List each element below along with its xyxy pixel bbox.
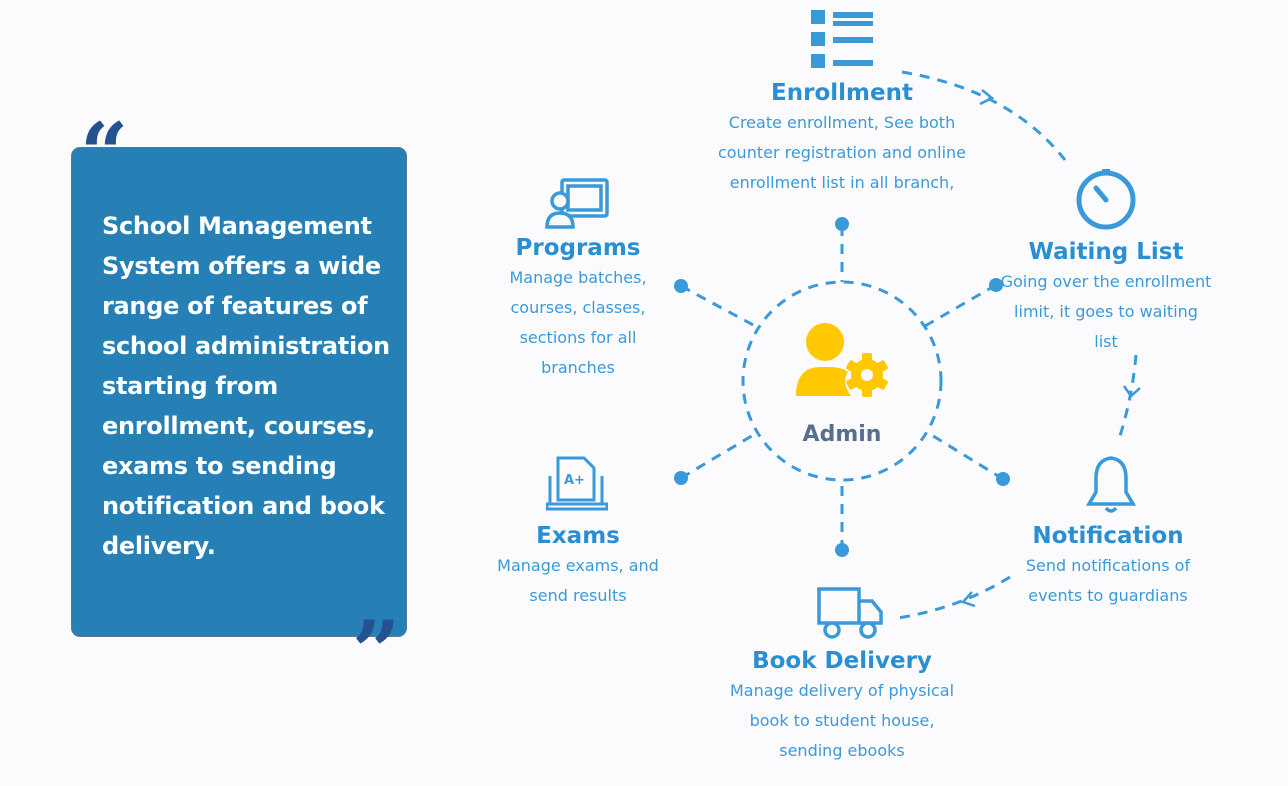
timer-icon	[1076, 169, 1136, 230]
arrow-icon	[1122, 385, 1141, 398]
feature-desc: Send notifications of events to guardian…	[1025, 556, 1191, 605]
dot-waiting	[989, 278, 1003, 292]
feature-title: Exams	[536, 523, 620, 549]
dot-exams	[674, 471, 688, 485]
intro-card	[71, 147, 407, 637]
feature-desc: Manage delivery of physical book to stud…	[729, 681, 955, 760]
arrow-icon	[960, 591, 976, 608]
feature-title: Waiting List	[1028, 239, 1184, 265]
truck-icon	[817, 587, 883, 639]
admin-gear-user-icon	[796, 323, 888, 397]
feature-title: Enrollment	[771, 80, 913, 106]
feature-title: Book Delivery	[752, 648, 932, 674]
feature-desc: Going over the enrollment limit, it goes…	[1000, 272, 1212, 351]
feature-enrollment: Enrollment Create enrollment, See both c…	[700, 78, 984, 198]
teacher-board-icon	[545, 178, 609, 229]
spoke-exams	[680, 432, 756, 480]
arc-notification-book	[897, 575, 1011, 620]
dot-book	[835, 543, 849, 557]
intro-text: School Management System offers a wide r…	[102, 212, 390, 560]
feature-desc: Manage batches, courses, classes, sectio…	[509, 268, 647, 377]
list-icon	[811, 10, 873, 68]
bell-icon	[1086, 456, 1136, 513]
dot-programs	[674, 279, 688, 293]
exam-laptop-icon: A+	[546, 456, 608, 511]
open-quote-icon: “	[80, 104, 129, 203]
feature-desc: Manage exams, and send results	[497, 556, 659, 605]
feature-book-delivery: Book Delivery Manage delivery of physica…	[712, 646, 972, 766]
arc-waiting-notification	[1116, 354, 1138, 443]
feature-exams: Exams Manage exams, and send results	[480, 521, 676, 611]
dot-notification	[996, 472, 1010, 486]
feature-waiting-list: Waiting List Going over the enrollment l…	[1000, 237, 1212, 357]
admin-label: Admin	[802, 422, 882, 447]
spoke-waiting	[924, 283, 997, 328]
arc-enrollment-waiting	[901, 70, 1067, 161]
feature-programs: Programs Manage batches, courses, classe…	[470, 233, 686, 383]
close-quote-icon: ”	[352, 602, 401, 701]
svg-text:A+: A+	[564, 473, 585, 488]
feature-desc: Create enrollment, See both counter regi…	[717, 113, 967, 192]
admin-ring	[741, 280, 943, 482]
arrow-icon	[979, 89, 995, 106]
spoke-notification	[929, 432, 1004, 481]
dot-enrollment	[835, 217, 849, 231]
spoke-programs	[680, 284, 756, 328]
feature-title: Notification	[1032, 523, 1184, 549]
feature-notification: Notification Send notifications of event…	[1010, 521, 1206, 611]
feature-title: Programs	[515, 235, 641, 261]
